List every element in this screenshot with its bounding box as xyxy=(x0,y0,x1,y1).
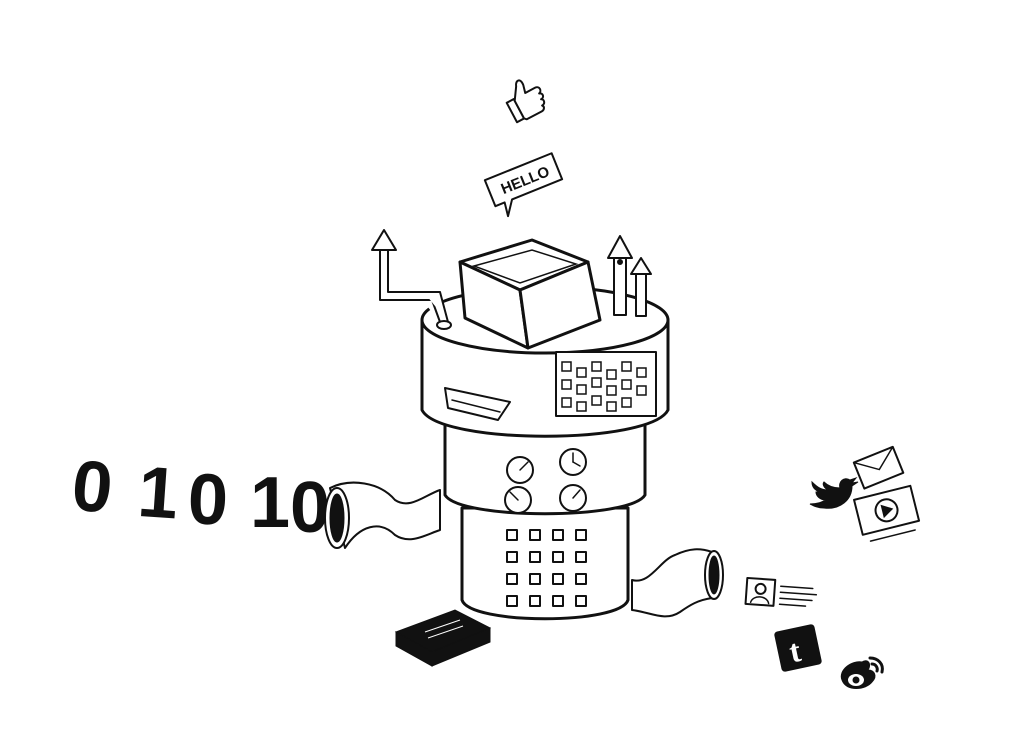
tumblr-icon: t xyxy=(774,624,822,672)
exhaust-pipe-arrow-icon xyxy=(371,229,452,330)
hopper-box xyxy=(458,238,602,350)
binary-stream: 0 1 0 1 0 xyxy=(68,445,330,548)
twitter-bird-icon xyxy=(809,476,859,509)
profile-card-icon xyxy=(744,576,818,607)
chimney-arrow-icon xyxy=(630,257,652,317)
gauge xyxy=(506,456,534,484)
book-icon xyxy=(394,609,492,667)
binary-digit: 0 xyxy=(68,445,116,529)
window-grid xyxy=(506,529,587,607)
weibo-icon xyxy=(840,656,884,689)
binary-digit: 0 xyxy=(290,468,330,548)
binary-digit: 1 xyxy=(135,452,181,535)
speech-bubble: HELLO xyxy=(483,152,564,218)
clock-gauge xyxy=(559,448,587,476)
machine-gauge-section xyxy=(443,418,647,516)
control-panel xyxy=(555,351,657,417)
machine xyxy=(371,229,670,621)
chimney-arrow-icon xyxy=(607,235,633,316)
input-ribbon xyxy=(324,481,441,549)
output-ribbon xyxy=(631,548,724,618)
gauge xyxy=(504,486,532,514)
thumbs-up-icon xyxy=(505,79,546,124)
binary-digit: 0 xyxy=(187,459,230,540)
envelope-icon xyxy=(852,445,905,490)
gauge xyxy=(559,484,587,512)
binary-digit: 1 xyxy=(250,463,290,543)
video-play-icon xyxy=(853,484,921,542)
machine-base-cylinder xyxy=(460,506,630,621)
input-slot xyxy=(444,387,511,421)
